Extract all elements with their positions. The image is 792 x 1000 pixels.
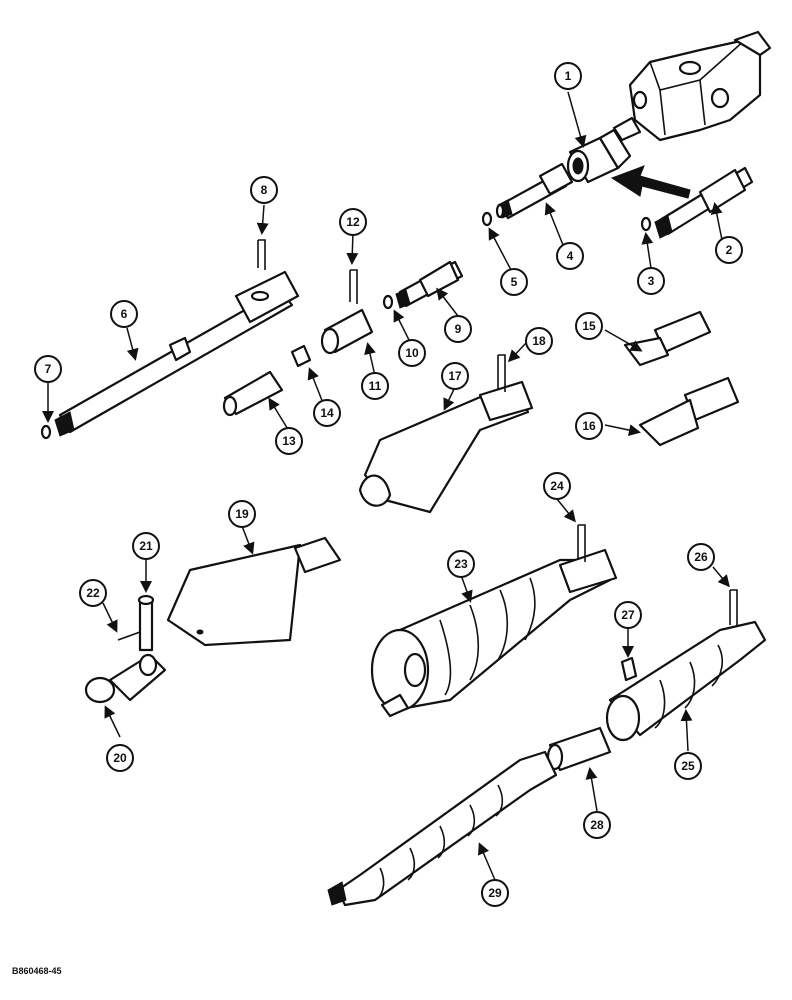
svg-text:1: 1 [565,69,572,83]
callout-24: 24 [543,472,571,500]
svg-text:12: 12 [346,215,360,229]
part-29-pilot-auger [327,750,558,907]
callout-8: 8 [250,176,278,204]
callout-11: 11 [361,372,389,400]
part-19-plate [166,536,342,647]
part-17-cutter [358,380,534,514]
callout-6: 6 [110,300,138,328]
svg-text:16: 16 [582,419,596,433]
part-9-shaft [395,260,464,309]
part-16-bit [638,376,740,447]
part-22-cotter-pin [117,631,141,641]
callout-3: 3 [637,267,665,295]
svg-text:5: 5 [511,275,518,289]
svg-text:15: 15 [582,319,596,333]
svg-text:11: 11 [369,379,382,393]
svg-text:27: 27 [621,608,635,622]
svg-text:7: 7 [45,362,52,376]
svg-text:6: 6 [121,307,128,321]
callout-13: 13 [275,427,303,455]
svg-text:4: 4 [567,249,574,263]
callout-9: 9 [444,315,472,343]
callout-19: 19 [228,500,256,528]
svg-text:20: 20 [113,751,127,765]
svg-text:23: 23 [454,557,468,571]
svg-text:21: 21 [139,539,153,553]
part-11-coupling [320,308,374,355]
callout-20: 20 [106,744,134,772]
part-10-o-ring [382,294,394,310]
callout-18: 18 [525,327,553,355]
part-6-long-shaft [54,270,300,437]
part-7-o-ring [40,424,52,440]
callout-22: 22 [79,579,107,607]
svg-text:14: 14 [320,406,334,420]
svg-text:17: 17 [448,369,462,383]
callout-23: 23 [447,550,475,578]
svg-text:9: 9 [455,322,462,336]
part-14-bushing [290,344,312,368]
part-5-o-ring [481,211,493,227]
part-18-pin [497,354,506,392]
part-21-clevis-pin [137,594,155,652]
svg-text:25: 25 [681,759,695,773]
svg-text:8: 8 [261,183,268,197]
svg-text:18: 18 [532,334,546,348]
callout-1: 1 [554,62,582,90]
part-4-shaft [495,162,574,220]
svg-text:22: 22 [86,586,100,600]
part-26-pin [729,589,738,627]
callout-2: 2 [715,236,743,264]
part-20-shackle [84,653,167,704]
part-15-bit [623,310,712,367]
svg-text:28: 28 [590,818,604,832]
callout-21: 21 [132,532,160,560]
callout-28: 28 [583,811,611,839]
part-28-coupler [546,726,612,772]
callout-29: 29 [481,879,509,907]
valve-housing [612,30,772,142]
callout-26: 26 [687,543,715,571]
part-12-pin [349,269,358,304]
part-27-set-screw [620,656,638,682]
svg-text:13: 13 [282,434,296,448]
callout-4: 4 [556,242,584,270]
svg-text:10: 10 [405,346,419,360]
part-24-pin [577,524,586,562]
part-23-auger [370,548,618,718]
svg-text:2: 2 [726,243,733,257]
part-3-o-ring [640,216,652,232]
callout-16: 16 [575,412,603,440]
callout-7: 7 [34,355,62,383]
assembly-arrow [610,165,691,199]
callout-12: 12 [339,208,367,236]
part-1-coupling [566,128,632,184]
part-25-auger [605,620,767,742]
callout-15: 15 [575,312,603,340]
svg-text:3: 3 [648,274,655,288]
callout-14: 14 [313,399,341,427]
callout-17: 17 [441,362,469,390]
svg-text:19: 19 [235,507,249,521]
svg-text:24: 24 [550,479,564,493]
svg-text:26: 26 [694,550,708,564]
callout-10: 10 [398,339,426,367]
drawing-code: B860468-45 [12,966,62,976]
part-2-shaft [654,166,754,239]
callout-27: 27 [614,601,642,629]
part-8-pin [257,239,266,270]
svg-text:29: 29 [488,886,502,900]
callout-25: 25 [674,752,702,780]
callout-5: 5 [500,268,528,296]
part-13-adapter [222,370,284,417]
